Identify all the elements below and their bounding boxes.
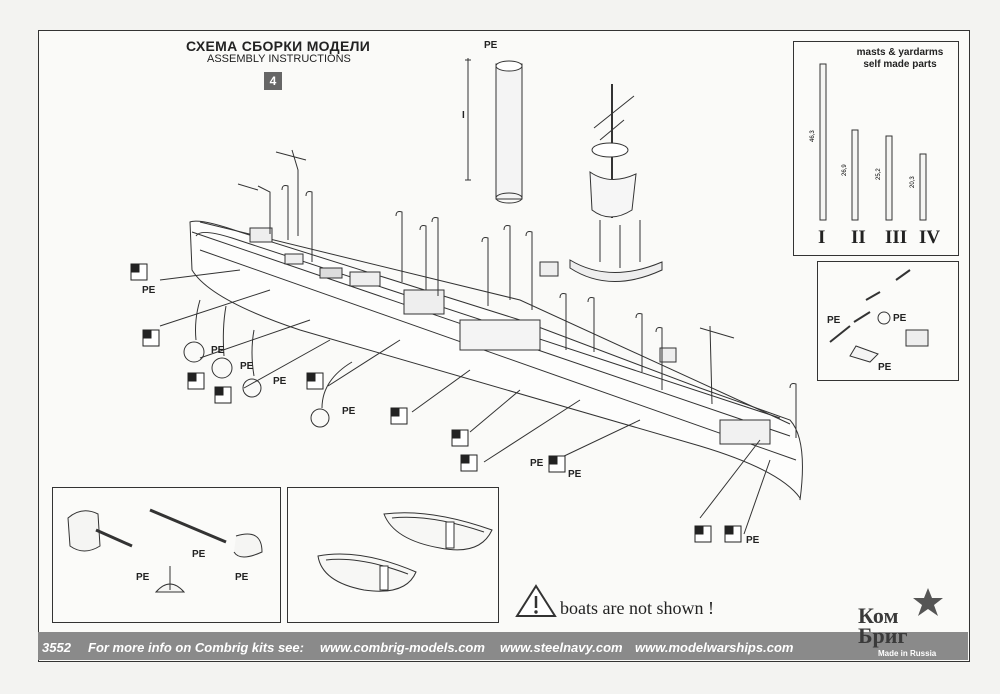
step-number-badge: 4 <box>264 72 282 90</box>
rod-length-label: 46,3 <box>810 130 816 142</box>
pe-label-5: PE <box>342 406 356 417</box>
pe-label-funnel: PE <box>484 40 498 51</box>
pe-label-gun-3: PE <box>235 572 249 583</box>
pe-label-2: PE <box>211 345 225 356</box>
page-title: СХЕМА СБОРКИ МОДЕЛИ <box>186 38 371 54</box>
mast-label-iv: IV <box>919 227 941 248</box>
mast-label-ii: II <box>851 227 866 248</box>
pe-label-gun-1: PE <box>192 549 206 560</box>
pe-label-detail-1: PE <box>827 315 841 326</box>
pe-label-detail-3: PE <box>878 362 892 373</box>
brand-line1: Ком <box>858 603 899 628</box>
mast-label-iii: III <box>885 227 908 248</box>
brand-logo: Ком Бриг <box>858 603 908 648</box>
pe-label-8: PE <box>746 535 760 546</box>
rod-length-label: 26,9 <box>842 164 848 176</box>
footer-bar: 3552 For more info on Combrig kits see: … <box>38 632 968 660</box>
footer-link-combrig[interactable]: www.combrig-models.com <box>320 640 485 655</box>
mast-label-i: I <box>818 227 826 248</box>
masts-title-line2: self made parts <box>863 59 937 70</box>
page-subtitle: ASSEMBLY INSTRUCTIONS <box>207 53 351 65</box>
pe-label-6: PE <box>530 458 544 469</box>
masts-title-line1: masts & yardarms <box>856 47 944 58</box>
masts-panel-title: masts & yardarms self made parts <box>855 47 945 71</box>
footer-link-steelnavy[interactable]: www.steelnavy.com <box>500 640 623 655</box>
footer-link-modelwarships[interactable]: www.modelwarships.com <box>635 640 794 655</box>
pe-label-3: PE <box>240 361 254 372</box>
rod-length-label: 20,3 <box>910 176 916 188</box>
pe-label-1: PE <box>142 285 156 296</box>
pe-detail-panel <box>817 261 959 381</box>
kit-number: 3552 <box>42 640 71 655</box>
rod-length-label: 25,2 <box>876 168 882 180</box>
made-in-label: Made in Russia <box>878 649 937 658</box>
pe-label-7: PE <box>568 469 582 480</box>
footer-info: For more info on Combrig kits see: <box>88 640 304 655</box>
boats-warning: boats are not shown ! <box>560 598 714 618</box>
pe-label-gun-2: PE <box>136 572 150 583</box>
pe-label-detail-2: PE <box>893 313 907 324</box>
funnel-dimension-label: I <box>462 110 465 121</box>
pe-label-4: PE <box>273 376 287 387</box>
brand-line2: Бриг <box>858 623 908 648</box>
